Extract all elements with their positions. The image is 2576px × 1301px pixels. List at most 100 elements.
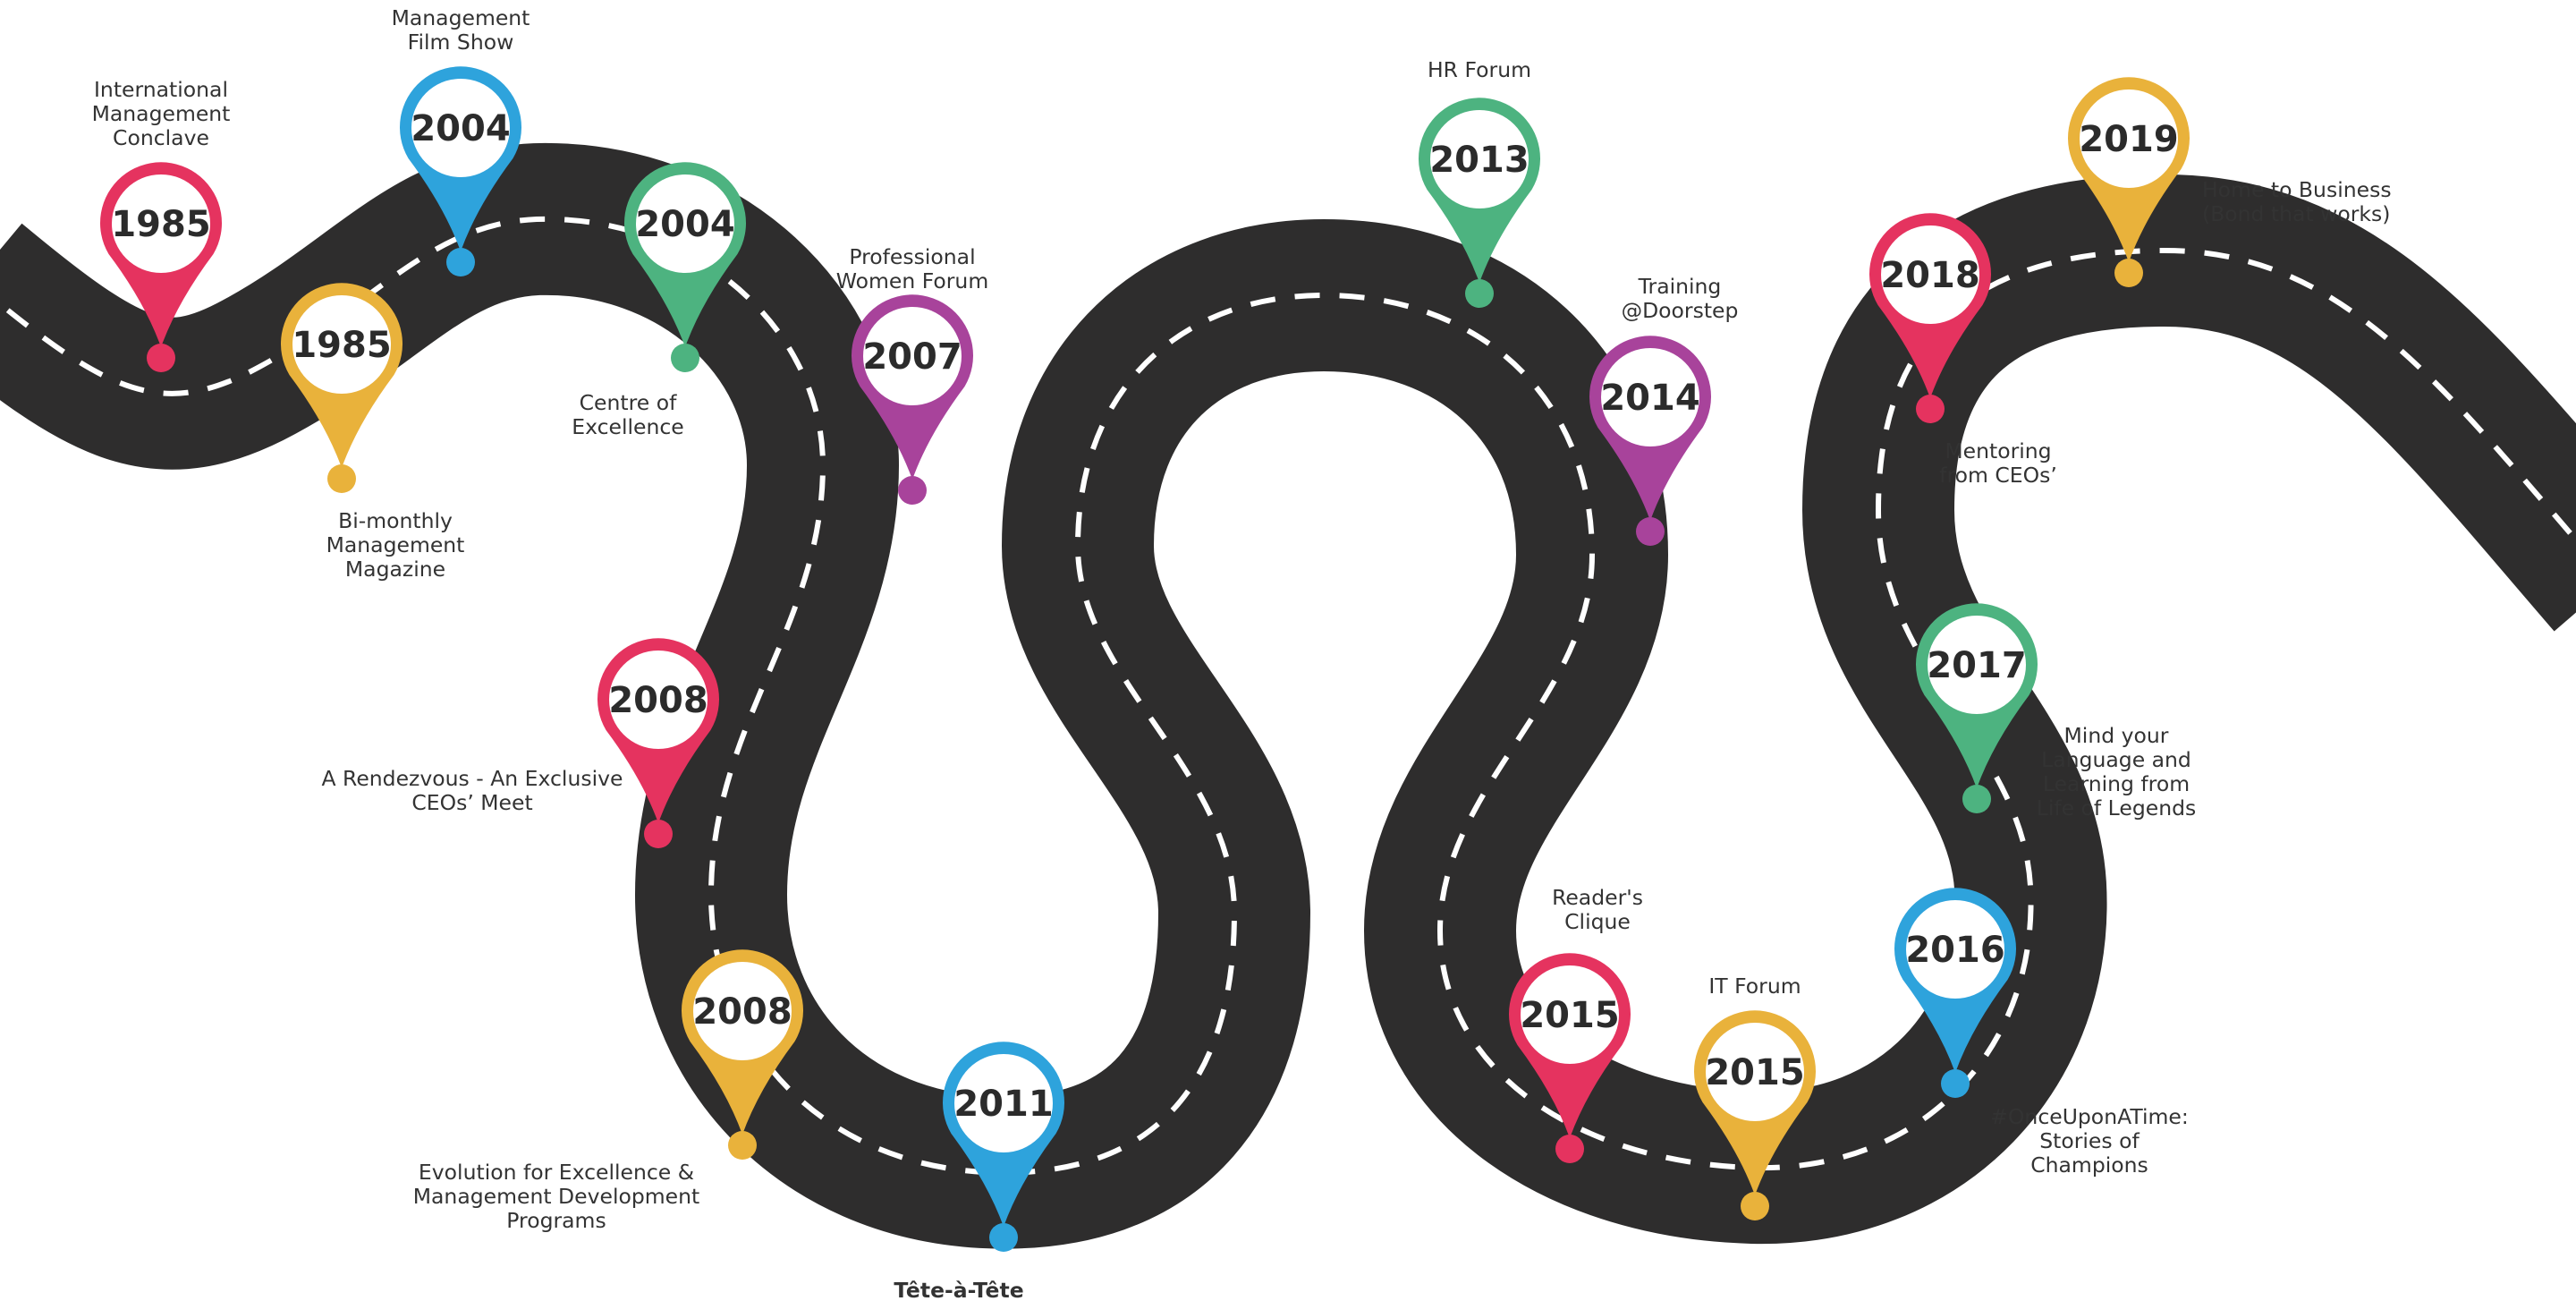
milestone-label-line: #OnceUponATime:	[1990, 1104, 2189, 1129]
milestone-label-line: Life of Legends	[2037, 795, 2197, 821]
milestone-label: HR Forum	[1428, 57, 1531, 82]
milestone-pin-2014-10: 2014	[1589, 336, 1711, 546]
pin-inner-disc	[863, 307, 962, 405]
milestone-pin-2016-13: 2016	[1894, 888, 2016, 1098]
pin-inner-disc	[1906, 900, 2004, 999]
milestone-label-line: IT Forum	[1708, 974, 1801, 999]
milestone-label-line: Professional	[849, 244, 975, 269]
milestone-pin-2007-5: 2007	[852, 294, 973, 505]
pin-inner-disc	[112, 174, 210, 273]
pin-inner-disc	[954, 1054, 1053, 1152]
milestone-label-line: Programs	[506, 1208, 606, 1233]
milestone-pin-1985-2: 1985	[281, 283, 402, 493]
milestone-label-line: Management	[92, 101, 231, 126]
pin-inner-disc	[2080, 89, 2178, 188]
milestone-label-line: from CEOs’	[1939, 463, 2057, 488]
milestone-label-line: Reader's	[1552, 885, 1643, 910]
milestone-label-line: Management Development	[413, 1184, 699, 1209]
pin-dot	[1916, 395, 1945, 423]
milestone-label-line: Training	[1638, 274, 1722, 299]
milestone-label-line: Film Show	[408, 30, 514, 55]
milestone-pin-1985-1: 1985	[100, 162, 223, 372]
milestone-label-line: HR Forum	[1428, 57, 1531, 82]
pin-dot	[644, 820, 673, 848]
milestone-year: 2004	[411, 108, 510, 149]
milestone-year: 2008	[692, 991, 792, 1033]
milestone-pin-2008-6: 2008	[597, 638, 719, 848]
milestone-label-line: CEOs’ Meet	[411, 790, 532, 815]
pin-inner-disc	[693, 962, 792, 1060]
milestone-pin-2019-16: 2019	[2068, 77, 2190, 287]
pin-dot	[898, 476, 927, 505]
milestone-label-line: Home to Business	[2202, 177, 2392, 202]
milestone-label-line: Champions	[2030, 1152, 2148, 1178]
milestone-year: 2008	[608, 680, 708, 721]
milestone-label: Tête-à-Tête	[894, 1278, 1023, 1301]
milestone-pin-2008-7: 2008	[682, 949, 803, 1160]
milestone-year: 2016	[1905, 930, 2004, 971]
milestone-label-line: @Doorstep	[1622, 298, 1739, 323]
milestone-year: 2019	[2079, 119, 2178, 160]
pin-dot	[1941, 1069, 1970, 1098]
milestone-pin-2017-14: 2017	[1916, 603, 2038, 813]
milestone-year: 2004	[635, 204, 734, 245]
pin-dot	[671, 344, 699, 372]
pin-inner-disc	[1430, 110, 1529, 208]
milestone-year: 2017	[1927, 645, 2026, 686]
milestone-label: IT Forum	[1708, 974, 1801, 999]
pin-dot	[728, 1131, 757, 1160]
milestone-label-line: Mind your	[2064, 723, 2169, 748]
pin-inner-disc	[609, 650, 708, 749]
milestone-pin-2015-12: 2015	[1694, 1010, 1816, 1220]
milestone-label: Training@Doorstep	[1622, 274, 1739, 323]
pin-dot	[1636, 517, 1665, 546]
milestone-label-line: Conclave	[113, 125, 209, 150]
milestone-label-line: Learning from	[2043, 771, 2190, 796]
milestone-label-line: International	[94, 77, 228, 102]
pin-inner-disc	[292, 295, 391, 394]
milestone-label-line: Excellence	[572, 414, 684, 439]
pin-inner-disc	[1706, 1023, 1804, 1121]
milestone-year: 1985	[292, 325, 391, 366]
milestone-label-line: Tête-à-Tête	[894, 1278, 1023, 1301]
milestone-label-line: Evolution for Excellence &	[419, 1160, 694, 1185]
milestone-label-line: (Bond that works)	[2202, 201, 2390, 226]
milestone-label-line: Women Forum	[836, 268, 988, 293]
pin-inner-disc	[1601, 348, 1699, 446]
milestone-label-line: Clique	[1564, 909, 1631, 934]
milestone-year: 2014	[1600, 378, 1699, 419]
milestone-year: 2011	[953, 1084, 1053, 1125]
pin-inner-disc	[636, 174, 734, 273]
milestone-year: 2013	[1429, 140, 1529, 181]
milestone-pins: 1985 1985 2004 2004 2007 2008 2008 2011 2013 2014…	[100, 66, 2190, 1252]
milestone-label-line: Stories of	[2039, 1128, 2140, 1153]
road-center-line	[0, 216, 2576, 1176]
milestone-year: 2015	[1520, 995, 1619, 1036]
pin-inner-disc	[1928, 616, 2026, 714]
pin-dot	[327, 464, 356, 493]
milestone-label-line: Bi-monthly	[338, 508, 453, 533]
milestone-pin-2011-8: 2011	[943, 1042, 1064, 1252]
pin-dot	[989, 1223, 1018, 1252]
milestone-label-line: Language and	[2041, 747, 2191, 772]
milestone-label-line: Management	[392, 5, 530, 30]
pin-dot	[147, 344, 175, 372]
winding-road	[0, 142, 2576, 1249]
pin-dot	[1465, 279, 1494, 308]
milestone-pin-2015-11: 2015	[1508, 953, 1631, 1163]
milestone-label-line: Management	[326, 532, 465, 557]
pin-dot	[1741, 1192, 1769, 1220]
milestone-year: 2015	[1705, 1052, 1804, 1093]
milestone-label: Evolution for Excellence &Management Dev…	[413, 1160, 699, 1233]
pin-dot	[2114, 259, 2143, 287]
pin-dot	[1555, 1135, 1584, 1163]
milestone-year: 1985	[111, 204, 210, 245]
